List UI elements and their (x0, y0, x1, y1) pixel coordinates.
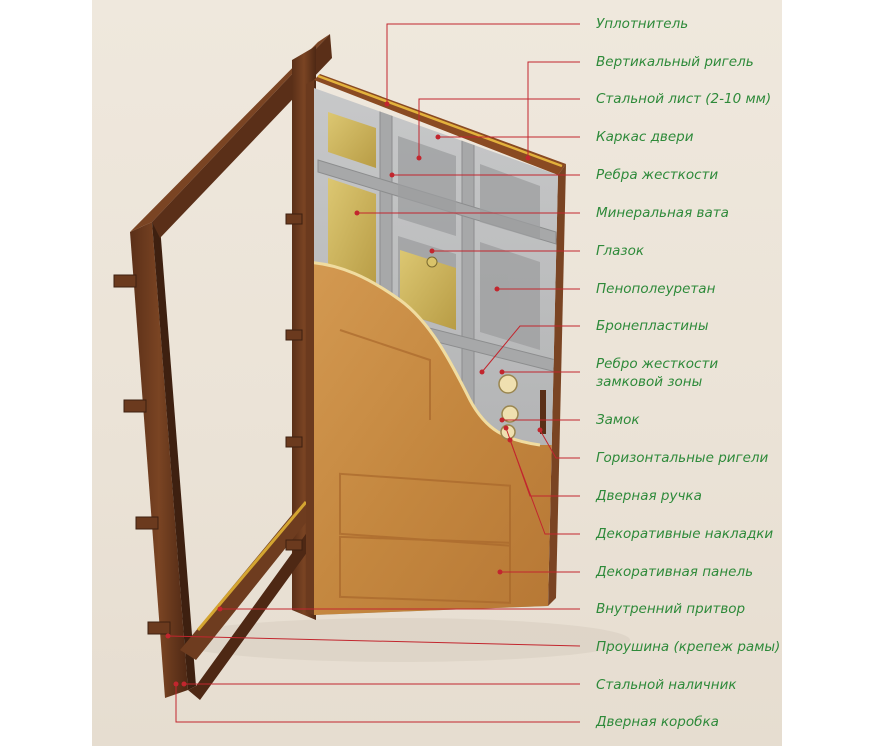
lug (147, 621, 171, 635)
frame-left-post (130, 222, 188, 698)
frame-top-bar-side (152, 34, 332, 238)
label-mineral-wool: Минеральная вата (596, 205, 729, 221)
door-frame (130, 34, 332, 700)
frame-bottom-top (180, 505, 316, 660)
frame-top-bar (130, 34, 330, 232)
label-door-box: Дверная коробка (596, 714, 719, 730)
label-handle: Дверная ручка (596, 488, 702, 504)
label-lock-rib-line2: замковой зоны (596, 374, 703, 390)
label-armor-plates: Бронепластины (596, 318, 709, 334)
leader-lug (167, 635, 581, 647)
leader-seal (386, 23, 580, 104)
frame-lugs (113, 213, 303, 635)
label-door-frame: Каркас двери (596, 129, 694, 145)
door-leaf (306, 74, 566, 615)
label-deco-panel: Декоративная панель (596, 564, 754, 580)
lock-assembly (498, 374, 546, 440)
inner-rebate-line (196, 501, 308, 631)
label-lock-rib: Ребро жесткости (596, 356, 719, 372)
label-overlays: Декоративные накладки (596, 526, 774, 542)
door-edge-top (314, 74, 566, 175)
label-seal: Уплотнитель (596, 16, 689, 32)
door-edge-left (306, 80, 314, 615)
label-foam: Пенополеуретан (596, 281, 716, 297)
lug (123, 399, 147, 413)
lug (113, 274, 137, 288)
leader-vertical-bar (527, 61, 580, 158)
leader-overlays (509, 439, 580, 535)
leader-dots (165, 101, 543, 687)
leader-lines (167, 23, 581, 723)
lug (285, 436, 303, 448)
frame-bottom (188, 520, 316, 700)
leader-horizontal-bars (539, 429, 580, 459)
panel-moldings (339, 329, 511, 604)
label-stiffeners: Ребра жесткости (596, 167, 719, 183)
leader-steel-sheet (418, 98, 580, 158)
lug (285, 329, 303, 341)
label-steel-sheet: Стальной лист (2-10 мм) (596, 91, 772, 107)
label-vertical-bar: Вертикальный ригель (596, 54, 754, 70)
lug (285, 213, 303, 225)
leader-armor (481, 325, 580, 373)
label-inner-rebate: Внутренний притвор (596, 601, 746, 617)
frame-left-post-inner (152, 222, 196, 690)
label-peephole: Глазок (596, 243, 645, 259)
seal-strip (317, 74, 563, 168)
label-lug: Проушина (крепеж рамы) (596, 639, 781, 655)
peephole (426, 256, 438, 268)
panel-curl-edge (314, 260, 541, 447)
leader-box (175, 684, 580, 723)
label-horizontal-bars: Горизонтальные ригели (596, 450, 769, 466)
lug (135, 516, 159, 530)
lug (285, 539, 303, 551)
floor-shadow (170, 618, 630, 662)
label-lock: Замок (596, 412, 640, 428)
label-casing: Стальной наличник (596, 677, 737, 693)
